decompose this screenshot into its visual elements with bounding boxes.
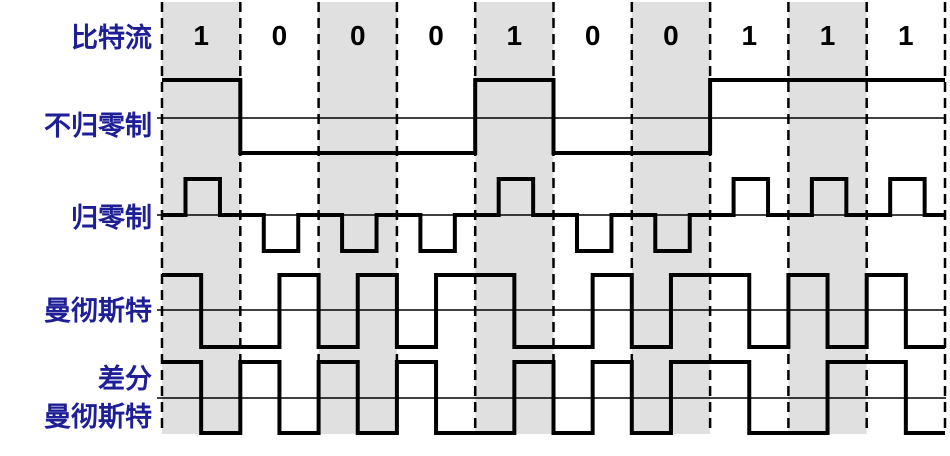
- label-diff-manchester-line1: 差分: [98, 364, 152, 394]
- diff-manchester-waveform: [162, 360, 945, 435]
- bit-value: 1: [193, 20, 209, 51]
- bit-value: 0: [349, 20, 366, 51]
- bit-value: 1: [898, 20, 914, 51]
- bit-value: 1: [741, 20, 758, 51]
- nrz-waveform: [162, 78, 945, 155]
- bit-value: 0: [584, 20, 601, 51]
- label-nrz: 不归零制: [44, 111, 152, 141]
- bit-value: 0: [271, 20, 288, 51]
- rz-waveform: [162, 177, 945, 253]
- manchester-waveform: [162, 273, 945, 349]
- label-bitstream: 比特流: [71, 23, 152, 53]
- bit-value: 1: [819, 20, 836, 51]
- bit-value: 1: [506, 20, 523, 51]
- label-manchester: 曼彻斯特: [44, 296, 152, 326]
- bit-value: 0: [428, 20, 444, 51]
- label-rz: 归零制: [71, 203, 152, 233]
- label-diff-manchester-line2: 曼彻斯特: [44, 402, 152, 432]
- bit-value: 0: [663, 20, 679, 51]
